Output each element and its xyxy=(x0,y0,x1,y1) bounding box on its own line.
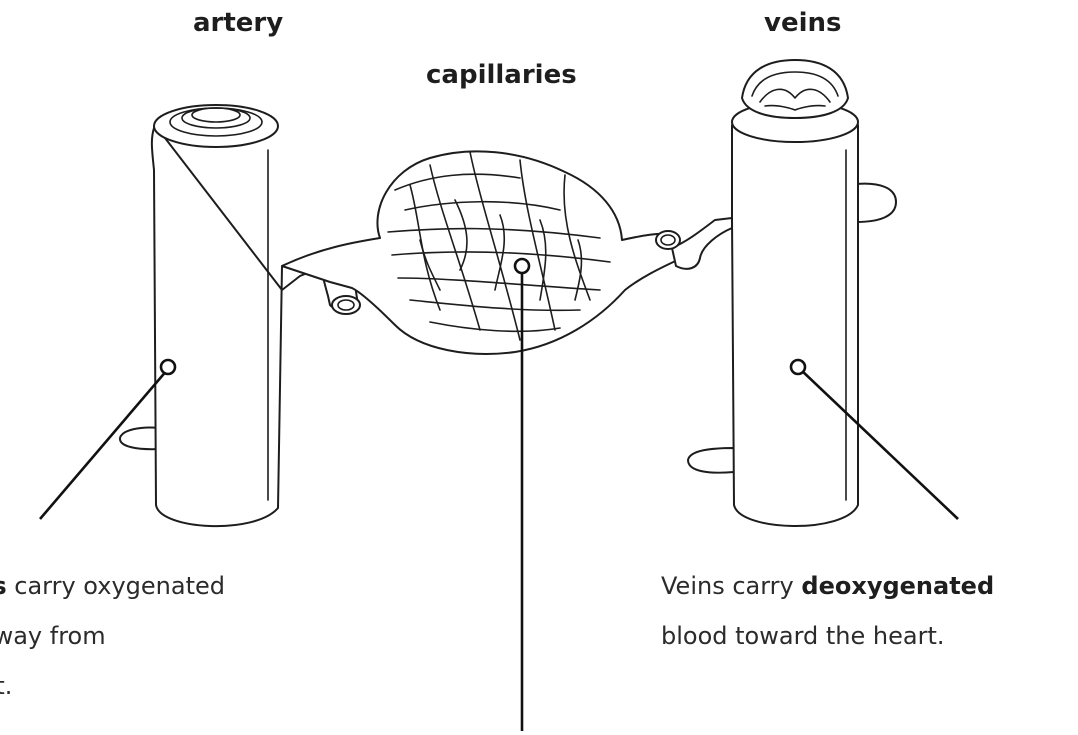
artery-caption: ries carry oxygenated d away from eart. xyxy=(0,561,225,711)
artery-caption-line-1: ries carry oxygenated xyxy=(0,561,225,611)
artery-drawing xyxy=(120,105,360,526)
vein-caption-line-1: Veins carry deoxygenated xyxy=(661,561,994,611)
artery-caption-line-1-rest: carry oxygenated xyxy=(7,572,225,600)
artery-caption-line-3: eart. xyxy=(0,661,225,711)
vein-caption-line-1-start: Veins carry xyxy=(661,572,801,600)
capillary-bed-drawing xyxy=(282,151,682,354)
artery-label: artery xyxy=(193,8,283,38)
artery-caption-line-2: d away from xyxy=(0,611,225,661)
vein-drawing xyxy=(656,60,896,526)
veins-label: veins xyxy=(764,8,841,38)
vein-caption-bold: deoxygenated xyxy=(801,572,994,600)
vein-caption-line-2: blood toward the heart. xyxy=(661,611,994,661)
capillaries-label: capillaries xyxy=(426,60,577,90)
vein-caption: Veins carry deoxygenated blood toward th… xyxy=(661,561,994,661)
artery-caption-bold: ries xyxy=(0,572,7,600)
